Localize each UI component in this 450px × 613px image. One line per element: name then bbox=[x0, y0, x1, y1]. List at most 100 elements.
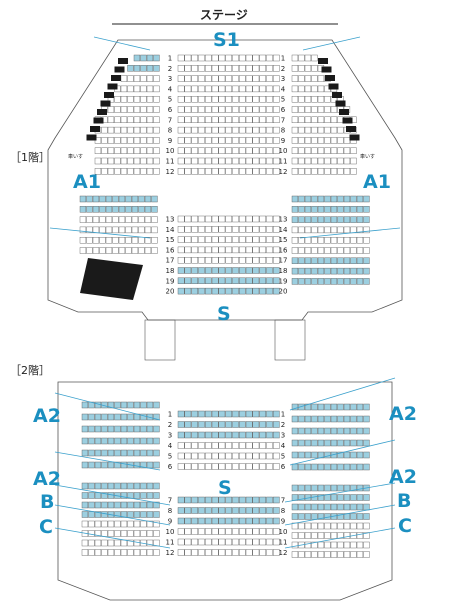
seat-floor2-center bbox=[177, 442, 185, 449]
seat-left-wing bbox=[140, 65, 147, 72]
seat-left-wing bbox=[146, 75, 154, 82]
seat-left-lower bbox=[79, 206, 87, 213]
seat-left-wing bbox=[114, 137, 121, 144]
seat-floor2-right-upper bbox=[356, 439, 364, 447]
seat-s bbox=[266, 126, 273, 134]
seat-right-lower bbox=[356, 247, 364, 254]
seat-right-wing bbox=[298, 106, 305, 113]
seat-left-wing bbox=[127, 85, 134, 93]
seat-s bbox=[211, 126, 219, 134]
seat-left-wing bbox=[133, 116, 141, 124]
seat-center bbox=[184, 257, 192, 264]
seat-left-lower bbox=[79, 236, 87, 244]
seat-floor2-left-upper bbox=[94, 437, 102, 445]
row-number: 9 bbox=[168, 137, 172, 145]
seat-floor2-left-lower bbox=[133, 492, 141, 499]
row-number: 7 bbox=[168, 497, 172, 505]
seat-s bbox=[177, 147, 185, 154]
seat-left-wing bbox=[114, 147, 121, 154]
seat-floor2-center bbox=[266, 421, 273, 428]
seat-left-lower bbox=[125, 236, 132, 244]
seat-floor2-right-lower bbox=[317, 551, 325, 558]
seat-floor2-right-upper bbox=[317, 439, 325, 447]
seat-s bbox=[184, 106, 192, 113]
zone-c-right-label: C bbox=[398, 515, 412, 537]
seat-right-lower bbox=[304, 267, 312, 275]
seat-floor2-left-lower bbox=[146, 539, 154, 547]
seat-floor2-center bbox=[225, 431, 233, 439]
seat-floor2-right-lower bbox=[298, 494, 305, 501]
seat-center bbox=[232, 277, 239, 284]
seat-floor2-center bbox=[218, 452, 226, 460]
seat-floor2-center bbox=[204, 496, 212, 504]
seat-center bbox=[245, 287, 253, 295]
seat-left-lower bbox=[118, 195, 126, 203]
seat-left-lower bbox=[79, 247, 87, 254]
seat-floor2-left-upper bbox=[107, 425, 115, 433]
seat-center bbox=[225, 287, 233, 295]
seat-floor2-left-lower bbox=[101, 501, 108, 509]
seat-s bbox=[252, 106, 260, 113]
seat-right-lower bbox=[350, 195, 357, 203]
seat-floor2-left-lower bbox=[146, 501, 154, 509]
seat-s bbox=[259, 126, 267, 134]
seat-floor2-left-upper bbox=[107, 413, 115, 421]
seat-center bbox=[218, 257, 226, 264]
seat-s bbox=[232, 75, 239, 82]
seat-floor2-center bbox=[198, 496, 205, 504]
seat-right-wing bbox=[337, 126, 344, 134]
seat-left-lower bbox=[79, 195, 87, 203]
seat-center bbox=[245, 267, 253, 274]
zone-s-floor2-label: S bbox=[218, 477, 232, 499]
seat-center bbox=[273, 257, 280, 264]
seat-s bbox=[225, 54, 233, 62]
seat-center bbox=[218, 236, 226, 243]
seat-right-lower bbox=[363, 226, 370, 234]
seat-right-wing bbox=[304, 85, 312, 93]
seat-s bbox=[225, 157, 233, 165]
seat-floor2-center bbox=[245, 431, 253, 439]
seat-left-lower bbox=[144, 236, 152, 244]
seat-right-lower bbox=[337, 278, 344, 285]
seat-left-lower bbox=[99, 206, 106, 213]
seat-floor2-center bbox=[273, 431, 280, 439]
floor2-label: ［2階］ bbox=[10, 364, 50, 377]
seat-s bbox=[252, 157, 260, 165]
seat-center bbox=[266, 267, 273, 274]
seat-right-wing bbox=[298, 75, 305, 82]
seat-floor2-center bbox=[225, 442, 233, 449]
seat-floor2-left-lower bbox=[101, 539, 108, 547]
seat-right-wing bbox=[311, 75, 318, 82]
row-number: 5 bbox=[281, 96, 285, 104]
seat-floor2-center bbox=[184, 528, 192, 535]
seat-s bbox=[204, 65, 212, 72]
seat-s bbox=[259, 95, 267, 103]
seat-floor2-left-lower bbox=[81, 511, 89, 518]
seat-floor2-right-lower bbox=[363, 532, 370, 539]
seat-floor2-left-lower bbox=[140, 492, 147, 499]
seat-floor2-right-upper bbox=[311, 451, 318, 459]
seat-floor2-center bbox=[266, 431, 273, 439]
seat-left-wing bbox=[127, 65, 134, 72]
seat-s bbox=[225, 85, 233, 93]
seat-right-lower bbox=[343, 216, 351, 223]
seat-floor2-center bbox=[245, 421, 253, 428]
seat-right-lower bbox=[311, 247, 318, 254]
seat-s bbox=[184, 95, 192, 103]
seat-right-lower bbox=[304, 247, 312, 254]
seat-s bbox=[225, 137, 233, 144]
seat-floor2-right-lower bbox=[330, 522, 338, 530]
seat-center bbox=[204, 226, 212, 233]
seat-right-lower bbox=[343, 247, 351, 254]
seat-floor2-left-lower bbox=[88, 539, 95, 547]
seat-floor2-left-upper bbox=[107, 449, 115, 457]
seat-floor2-center bbox=[266, 442, 273, 449]
seat-s bbox=[211, 95, 219, 103]
seat-floor2-right-lower bbox=[363, 551, 370, 558]
seat-right-lower bbox=[324, 216, 331, 223]
seat-center bbox=[204, 246, 212, 254]
row-number: 10 bbox=[279, 147, 288, 155]
seat-floor2-right-upper bbox=[356, 403, 364, 411]
seat-left-lower bbox=[86, 226, 93, 234]
seat-right-wing bbox=[298, 54, 305, 62]
